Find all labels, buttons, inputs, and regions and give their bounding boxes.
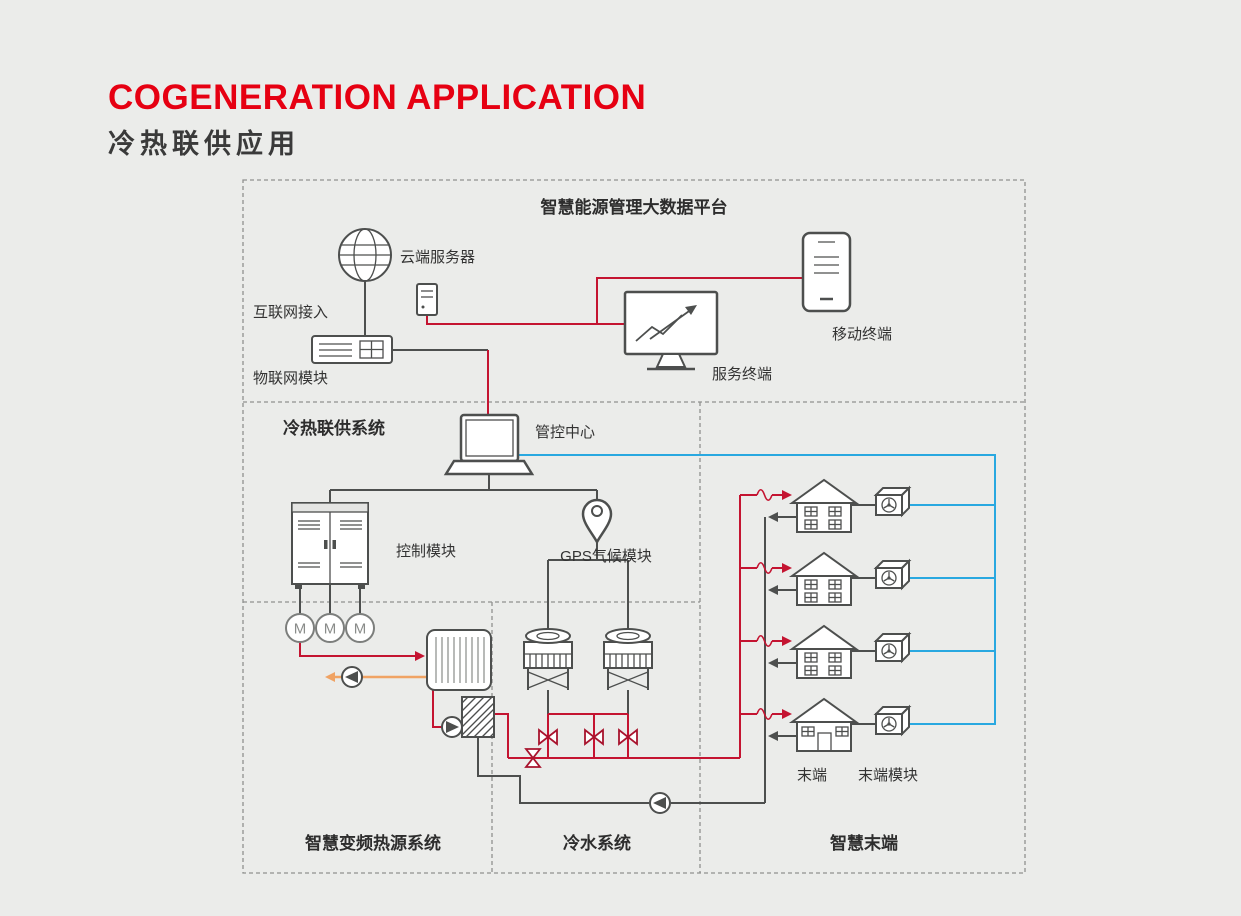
plate-hx-outlet-pipe [494,713,509,758]
cloud-server-globe-icon [338,228,392,282]
crossing-break-3 [756,634,773,648]
motor-icon [345,613,375,643]
crossing-break-2 [756,561,773,575]
house-supply-branches [740,494,783,715]
server-icon [416,283,438,316]
cogeneration-section-label: 冷热联供系统 [283,418,385,438]
link-server-monitor [426,315,625,325]
pump-icon [441,716,463,738]
link-laptop-branches [329,474,598,503]
tank-inlet-arrow [415,651,425,661]
platform-section-label: 智慧能源管理大数据平台 [541,197,728,217]
heat-source-section-label: 智慧变频热源系统 [305,833,441,853]
fan-coil-icon [875,560,910,589]
tower-outlet-pipes [547,690,629,714]
chilled-supply-riser [508,495,741,759]
supply-arrow-4 [782,709,792,719]
link-to-mobile [596,277,803,324]
mobile-terminal-label: 移动终端 [832,326,892,343]
mobile-terminal-icon [801,231,852,313]
page-title: COGENERATION APPLICATION [108,78,647,117]
diagram-labels: 智慧能源管理大数据平台 冷热联供系统 智慧变频热源系统 冷水系统 智慧末端 云端… [253,197,918,853]
cooling-tower-icon [523,628,573,691]
house-fancoil-links [851,504,876,725]
iot-module-icon [311,335,393,364]
smart-terminal-section-label: 智慧末端 [830,833,898,853]
control-module-label: 控制模块 [396,543,456,560]
supply-arrow-2 [782,563,792,573]
fan-coil-icon [875,633,910,662]
return-arrow-4 [768,731,778,741]
pump-icon [341,666,363,688]
terminal-unit-label: 末端 [797,767,827,784]
terminal-module-label: 末端模块 [858,767,918,784]
heat-exchanger-tank-icon [426,629,492,691]
pump-icon [649,792,671,814]
tank-to-pump-pipe [432,690,442,728]
supply-arrow-3 [782,636,792,646]
motor-to-tank-pipe [299,642,416,657]
house-icon [792,480,856,532]
fan-coil-icon [875,487,910,516]
gps-module-icon [581,498,613,545]
page-subtitle: 冷热联供应用 [108,129,300,159]
gps-module-label: GPS气候模块 [560,548,652,565]
blue-main-line [518,454,996,725]
cloud-server-label: 云端服务器 [400,249,475,266]
cooling-tower-icon [603,628,653,691]
outer-boundary [242,179,1026,874]
return-arrow-2 [768,585,778,595]
service-terminal-label: 服务终端 [712,366,772,383]
link-cabinet-motors [299,584,361,614]
link-gps-towers [547,542,629,629]
control-center-laptop-icon [443,413,535,476]
service-terminal-icon [623,290,719,371]
chilled-water-section-label: 冷水系统 [563,833,631,853]
blue-fancoil-branches [909,504,995,652]
house-icon [792,626,856,678]
return-arrow-3 [768,658,778,668]
control-module-cabinet-icon [291,502,369,589]
house-icon [788,697,860,752]
plate-heat-exchanger-icon [461,696,495,738]
motor-icon [285,613,315,643]
crossing-break-1 [756,488,773,502]
blue-link-network [518,454,996,725]
tank-return-arrow [325,672,335,682]
house-icon [792,553,856,605]
house-return-branches [777,516,797,737]
orange-link-network [325,672,427,682]
red-link-network [299,277,803,759]
internet-access-label: 互联网接入 [253,304,328,321]
supply-arrow-1 [782,490,792,500]
crossing-break-4 [756,707,773,721]
iot-module-label: 物联网模块 [253,370,328,387]
motor-icon [315,613,345,643]
chilled-return-pipe [477,517,766,804]
fan-coil-icon [875,706,910,735]
return-arrow-1 [768,512,778,522]
control-center-label: 管控中心 [535,424,595,441]
